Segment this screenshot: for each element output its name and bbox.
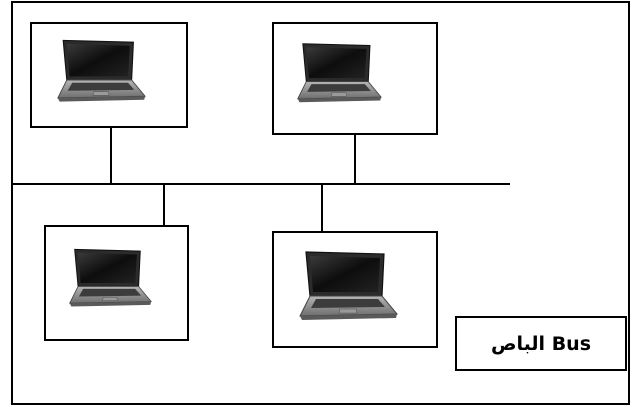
computer-node-bottom-right	[272, 231, 438, 348]
connector-bottom-right	[321, 184, 323, 232]
connector-top-left	[110, 127, 112, 184]
connector-top-right	[354, 134, 356, 184]
laptop-icon	[68, 243, 152, 313]
computer-node-bottom-left	[44, 225, 189, 341]
laptop-icon	[296, 40, 382, 106]
connector-bottom-left	[163, 184, 165, 226]
bus-line	[11, 183, 510, 185]
computer-node-top-right	[272, 22, 438, 135]
computer-node-top-left	[30, 22, 188, 128]
caption-box: الباص Bus	[455, 316, 627, 371]
laptop-icon	[298, 247, 398, 325]
laptop-icon	[56, 38, 146, 104]
bus-caption: الباص Bus	[490, 332, 592, 355]
